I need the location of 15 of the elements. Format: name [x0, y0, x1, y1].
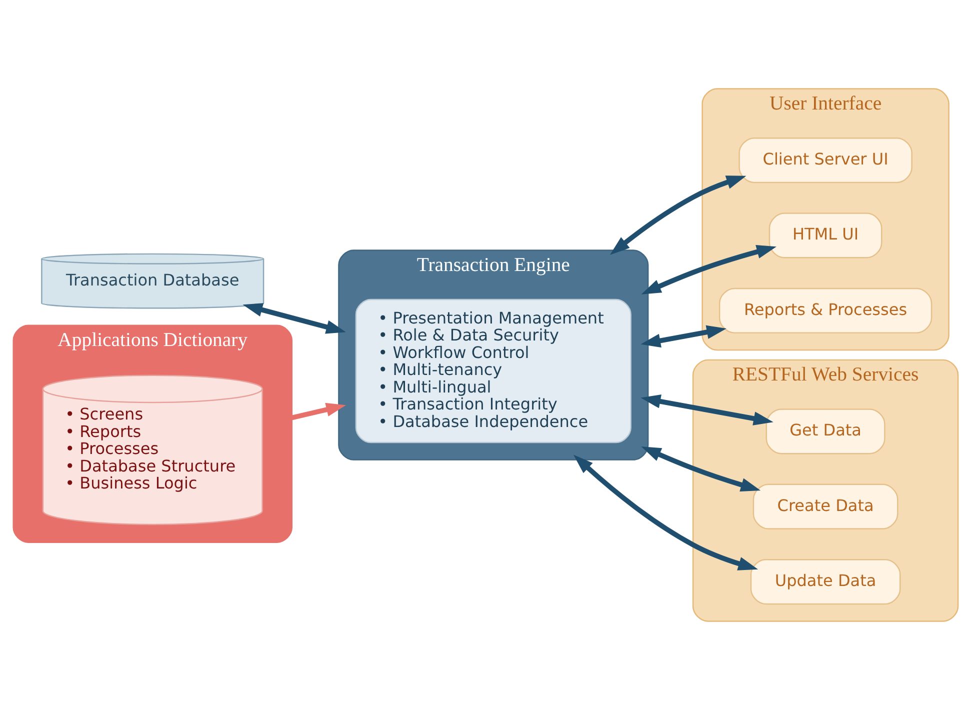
node-box: • Presentation Management • Role & Data Security • Workflow Control • Multi-tenancy • Multi-lingual • Transaction Integrity • Database Independence [355, 298, 632, 444]
node-box: Get Data [766, 408, 886, 454]
arrow [641, 446, 761, 492]
node-box: HTML UI [768, 212, 882, 258]
node-box: Update Data [750, 558, 901, 605]
arrow [242, 303, 346, 334]
arrow [573, 454, 758, 570]
arrow [610, 176, 746, 255]
node-box: Client Server UI [738, 137, 912, 184]
arrow [640, 394, 774, 426]
arrow [291, 402, 346, 420]
node-box: Create Data [752, 484, 898, 530]
arrow [641, 245, 776, 294]
arrow [640, 325, 726, 348]
node-box: Reports & Processes [718, 288, 932, 334]
